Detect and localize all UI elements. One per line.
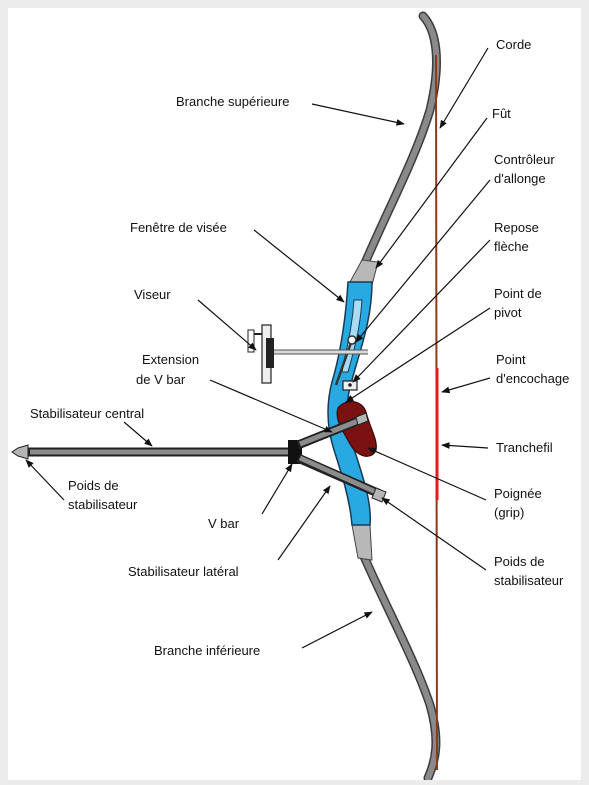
label-fut: Fût <box>492 106 511 121</box>
label-corde: Corde <box>496 37 531 52</box>
label-poids-droite-line1: Poids de <box>494 554 545 569</box>
arrow-vbar <box>261 463 293 515</box>
side-stabilizer-rod-inner <box>298 455 380 496</box>
label-branche-inferieure: Branche inférieure <box>154 643 260 658</box>
label-pivot-line2: pivot <box>494 305 522 320</box>
label-poignee-line2: (grip) <box>494 505 524 520</box>
arrow-poignee <box>367 447 487 501</box>
label-controleur-line1: Contrôleur <box>494 152 555 167</box>
label-stabilisateur-lateral: Stabilisateur latéral <box>128 564 239 579</box>
clicker-pivot <box>347 335 357 345</box>
label-v-bar: V bar <box>208 516 240 531</box>
label-stabilisateur-central: Stabilisateur central <box>30 406 144 421</box>
label-extension-line2: de V bar <box>136 372 186 387</box>
central-stabilizer-weight <box>11 444 29 460</box>
arrow-viseur <box>197 299 257 351</box>
v-bar-extension-inner <box>299 418 359 447</box>
arrow-fut <box>375 117 488 269</box>
label-encochage-line2: d'encochage <box>496 371 569 386</box>
arrow-extension <box>209 379 333 433</box>
label-fenetre-visee: Fenêtre de visée <box>130 220 227 235</box>
label-tranchefil: Tranchefil <box>496 440 553 455</box>
arrow-stab-central <box>123 421 153 447</box>
arrow-branche-inf <box>301 611 373 649</box>
arrow-poids-gauche <box>25 459 65 501</box>
arrow-poids-droite <box>381 497 487 571</box>
leader-lines <box>25 47 491 649</box>
label-poids-gauche-line1: Poids de <box>68 478 119 493</box>
label-controleur-line2: d'allonge <box>494 171 546 186</box>
label-poignee-line1: Poignée <box>494 486 542 501</box>
arrow-rest-screw <box>348 383 352 387</box>
clicker <box>334 339 354 386</box>
riser <box>327 281 373 526</box>
label-extension-line1: Extension <box>142 352 199 367</box>
label-pivot-line1: Point de <box>494 286 542 301</box>
label-poids-gauche-line2: stabilisateur <box>68 497 138 512</box>
arrow-repose <box>352 239 491 383</box>
sight-aperture <box>247 329 255 353</box>
arrow-stab-lateral <box>277 485 331 561</box>
sight-pin <box>266 338 274 368</box>
arrow-branche-sup <box>311 103 405 126</box>
arrow-encochage <box>441 377 491 394</box>
arrow-controleur <box>355 179 491 343</box>
label-poids-droite-line2: stabilisateur <box>494 573 564 588</box>
diagram-panel <box>8 8 581 780</box>
arrow-fenetre <box>253 229 345 303</box>
label-encochage-line1: Point <box>496 352 526 367</box>
lower-limb-fill <box>359 549 439 781</box>
v-bar-extension-weight <box>355 412 369 426</box>
arrow-corde <box>439 47 489 129</box>
label-viseur: Viseur <box>134 287 171 302</box>
label-repose-line1: Repose <box>494 220 539 235</box>
arrow-pivot <box>345 307 491 403</box>
label-repose-line2: flèche <box>494 239 529 254</box>
arrow-tranchefil <box>441 442 489 449</box>
upper-limb-fill <box>359 13 440 273</box>
label-branche-superieure: Branche supérieure <box>176 94 289 109</box>
